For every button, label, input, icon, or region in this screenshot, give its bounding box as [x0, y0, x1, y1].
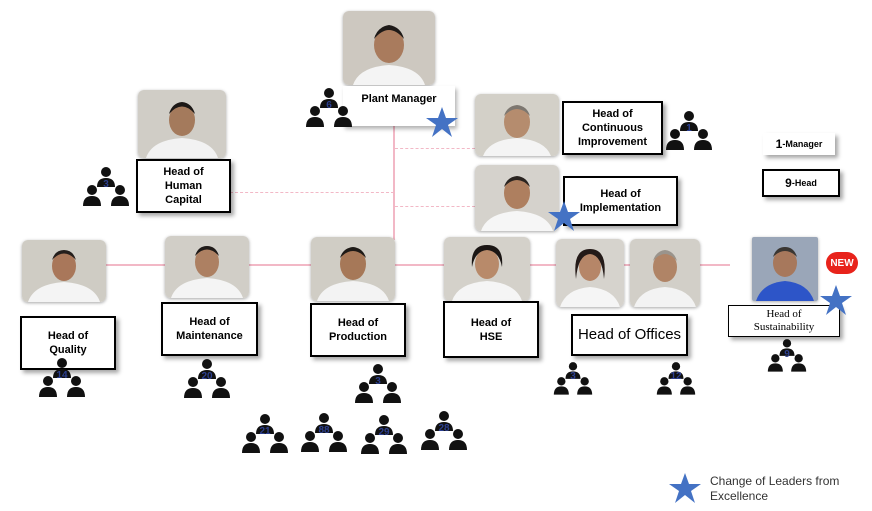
manager-count: 1 — [775, 137, 783, 151]
offices-label: Head of Offices — [577, 326, 682, 343]
person-photo-icon — [138, 90, 226, 158]
person-photo-icon — [22, 240, 106, 302]
quality-label: Head of Quality — [47, 330, 89, 356]
team-count: 12 — [670, 371, 682, 382]
team-icon-plant-manager: 6 — [305, 86, 353, 128]
person-photo-icon — [165, 236, 249, 298]
team-icon — [242, 414, 288, 453]
quality-label-box: Head of Quality — [20, 316, 116, 370]
maintenance-label-box: Head of Maintenance — [161, 302, 258, 356]
team-icon — [184, 359, 230, 398]
offices-photo-b — [630, 239, 700, 307]
team-count: 3 — [570, 371, 576, 382]
team-icon — [553, 362, 593, 395]
implementation-photo — [475, 165, 559, 231]
team-icon-human-capital: 3 — [82, 165, 130, 207]
human-capital-label: Head of Human Capital — [163, 166, 204, 206]
offices-photo-a — [556, 239, 624, 307]
head-count-label: -Head — [791, 178, 817, 188]
connector-dashed-continuous — [395, 148, 475, 149]
team-icon — [361, 415, 407, 454]
implementation-label: Head of Implementation — [579, 188, 662, 214]
team-icon — [301, 413, 347, 452]
team-count: 29 — [378, 427, 390, 438]
production-label-box: Head of Production — [310, 303, 406, 357]
team-count: 6 — [326, 100, 332, 111]
team-count: 3 — [375, 376, 381, 387]
team-icon-production-sub-3: 29 — [360, 413, 408, 455]
hse-label: Head of HSE — [470, 316, 512, 343]
star-icon — [426, 107, 458, 137]
team-icon-offices-a: 3 — [553, 357, 593, 399]
team-count: 28 — [438, 423, 450, 434]
team-icon — [83, 167, 129, 206]
team-icon-production-sub-4: 28 — [420, 409, 468, 451]
hse-photo — [444, 237, 530, 301]
person-photo-icon — [475, 94, 559, 156]
team-icon-maintenance: 20 — [183, 357, 231, 399]
legend: Change of Leaders from Excellence — [668, 470, 868, 510]
team-count: 21 — [259, 426, 271, 437]
implementation-label-box: Head of Implementation — [563, 176, 678, 226]
team-icon-production-sub-1: 21 — [241, 412, 289, 454]
connector-dashed-human-capital — [230, 192, 394, 193]
manager-count-label: -Manager — [782, 139, 823, 149]
team-count: 1 — [686, 123, 692, 134]
continuous-improvement-label: Head of Continuous Improvement — [577, 108, 648, 148]
team-icon-sustainability: 9 — [767, 337, 807, 373]
team-icon — [39, 358, 85, 397]
connector-horizontal-main — [60, 264, 730, 266]
legend-text: Change of Leaders from Excellence — [710, 474, 840, 503]
offices-label-box: Head of Offices — [571, 314, 688, 356]
team-icon-production-sub-2: 88 — [300, 411, 348, 453]
quality-photo — [22, 240, 106, 302]
team-count: 20 — [201, 371, 213, 382]
head-summary-box: 9-Head — [762, 169, 840, 197]
team-icon-quality: 14 — [38, 356, 86, 398]
team-icon-continuous-improvement: 1 — [665, 109, 713, 151]
person-photo-icon — [311, 237, 395, 301]
maintenance-label: Head of Maintenance — [176, 316, 243, 342]
sustainability-label-box: Head of Sustainability — [728, 305, 840, 337]
person-photo-icon — [343, 11, 435, 85]
person-photo-icon — [475, 165, 559, 231]
person-photo-icon — [752, 237, 818, 301]
team-count: 9 — [784, 349, 790, 360]
person-photo-icon — [556, 239, 624, 307]
production-label: Head of Production — [328, 317, 388, 343]
team-icon — [355, 364, 401, 403]
team-count: 14 — [56, 370, 68, 381]
connector-vertical-main — [393, 125, 395, 240]
plant-manager-photo — [343, 11, 435, 85]
star-icon — [548, 201, 580, 231]
human-capital-photo — [138, 90, 226, 158]
team-count: 3 — [103, 179, 109, 190]
team-icon-production: 3 — [354, 362, 402, 404]
team-count: 88 — [318, 425, 330, 436]
team-icon — [656, 362, 696, 395]
team-icon — [421, 411, 467, 450]
person-photo-icon — [444, 237, 530, 301]
connector-dashed-implementation — [395, 206, 475, 207]
production-photo — [311, 237, 395, 301]
sustainability-label: Head of Sustainability — [753, 308, 815, 333]
team-icon-offices-b: 12 — [656, 357, 696, 399]
continuous-improvement-photo — [475, 94, 559, 156]
sustainability-photo — [752, 237, 818, 301]
star-icon — [820, 285, 852, 315]
manager-summary-box: 1-Manager — [763, 133, 835, 155]
team-icon — [767, 339, 807, 372]
team-icon — [306, 88, 352, 127]
new-badge: NEW — [826, 252, 858, 274]
hse-label-box: Head of HSE — [443, 301, 539, 358]
new-badge-label: NEW — [830, 257, 854, 269]
maintenance-photo — [165, 236, 249, 298]
person-photo-icon — [630, 239, 700, 307]
human-capital-label-box: Head of Human Capital — [136, 159, 231, 213]
head-count: 9 — [785, 176, 792, 190]
team-icon — [666, 111, 712, 150]
plant-manager-label: Plant Manager — [361, 93, 437, 105]
continuous-improvement-label-box: Head of Continuous Improvement — [562, 101, 663, 155]
legend-star-icon — [669, 473, 701, 503]
